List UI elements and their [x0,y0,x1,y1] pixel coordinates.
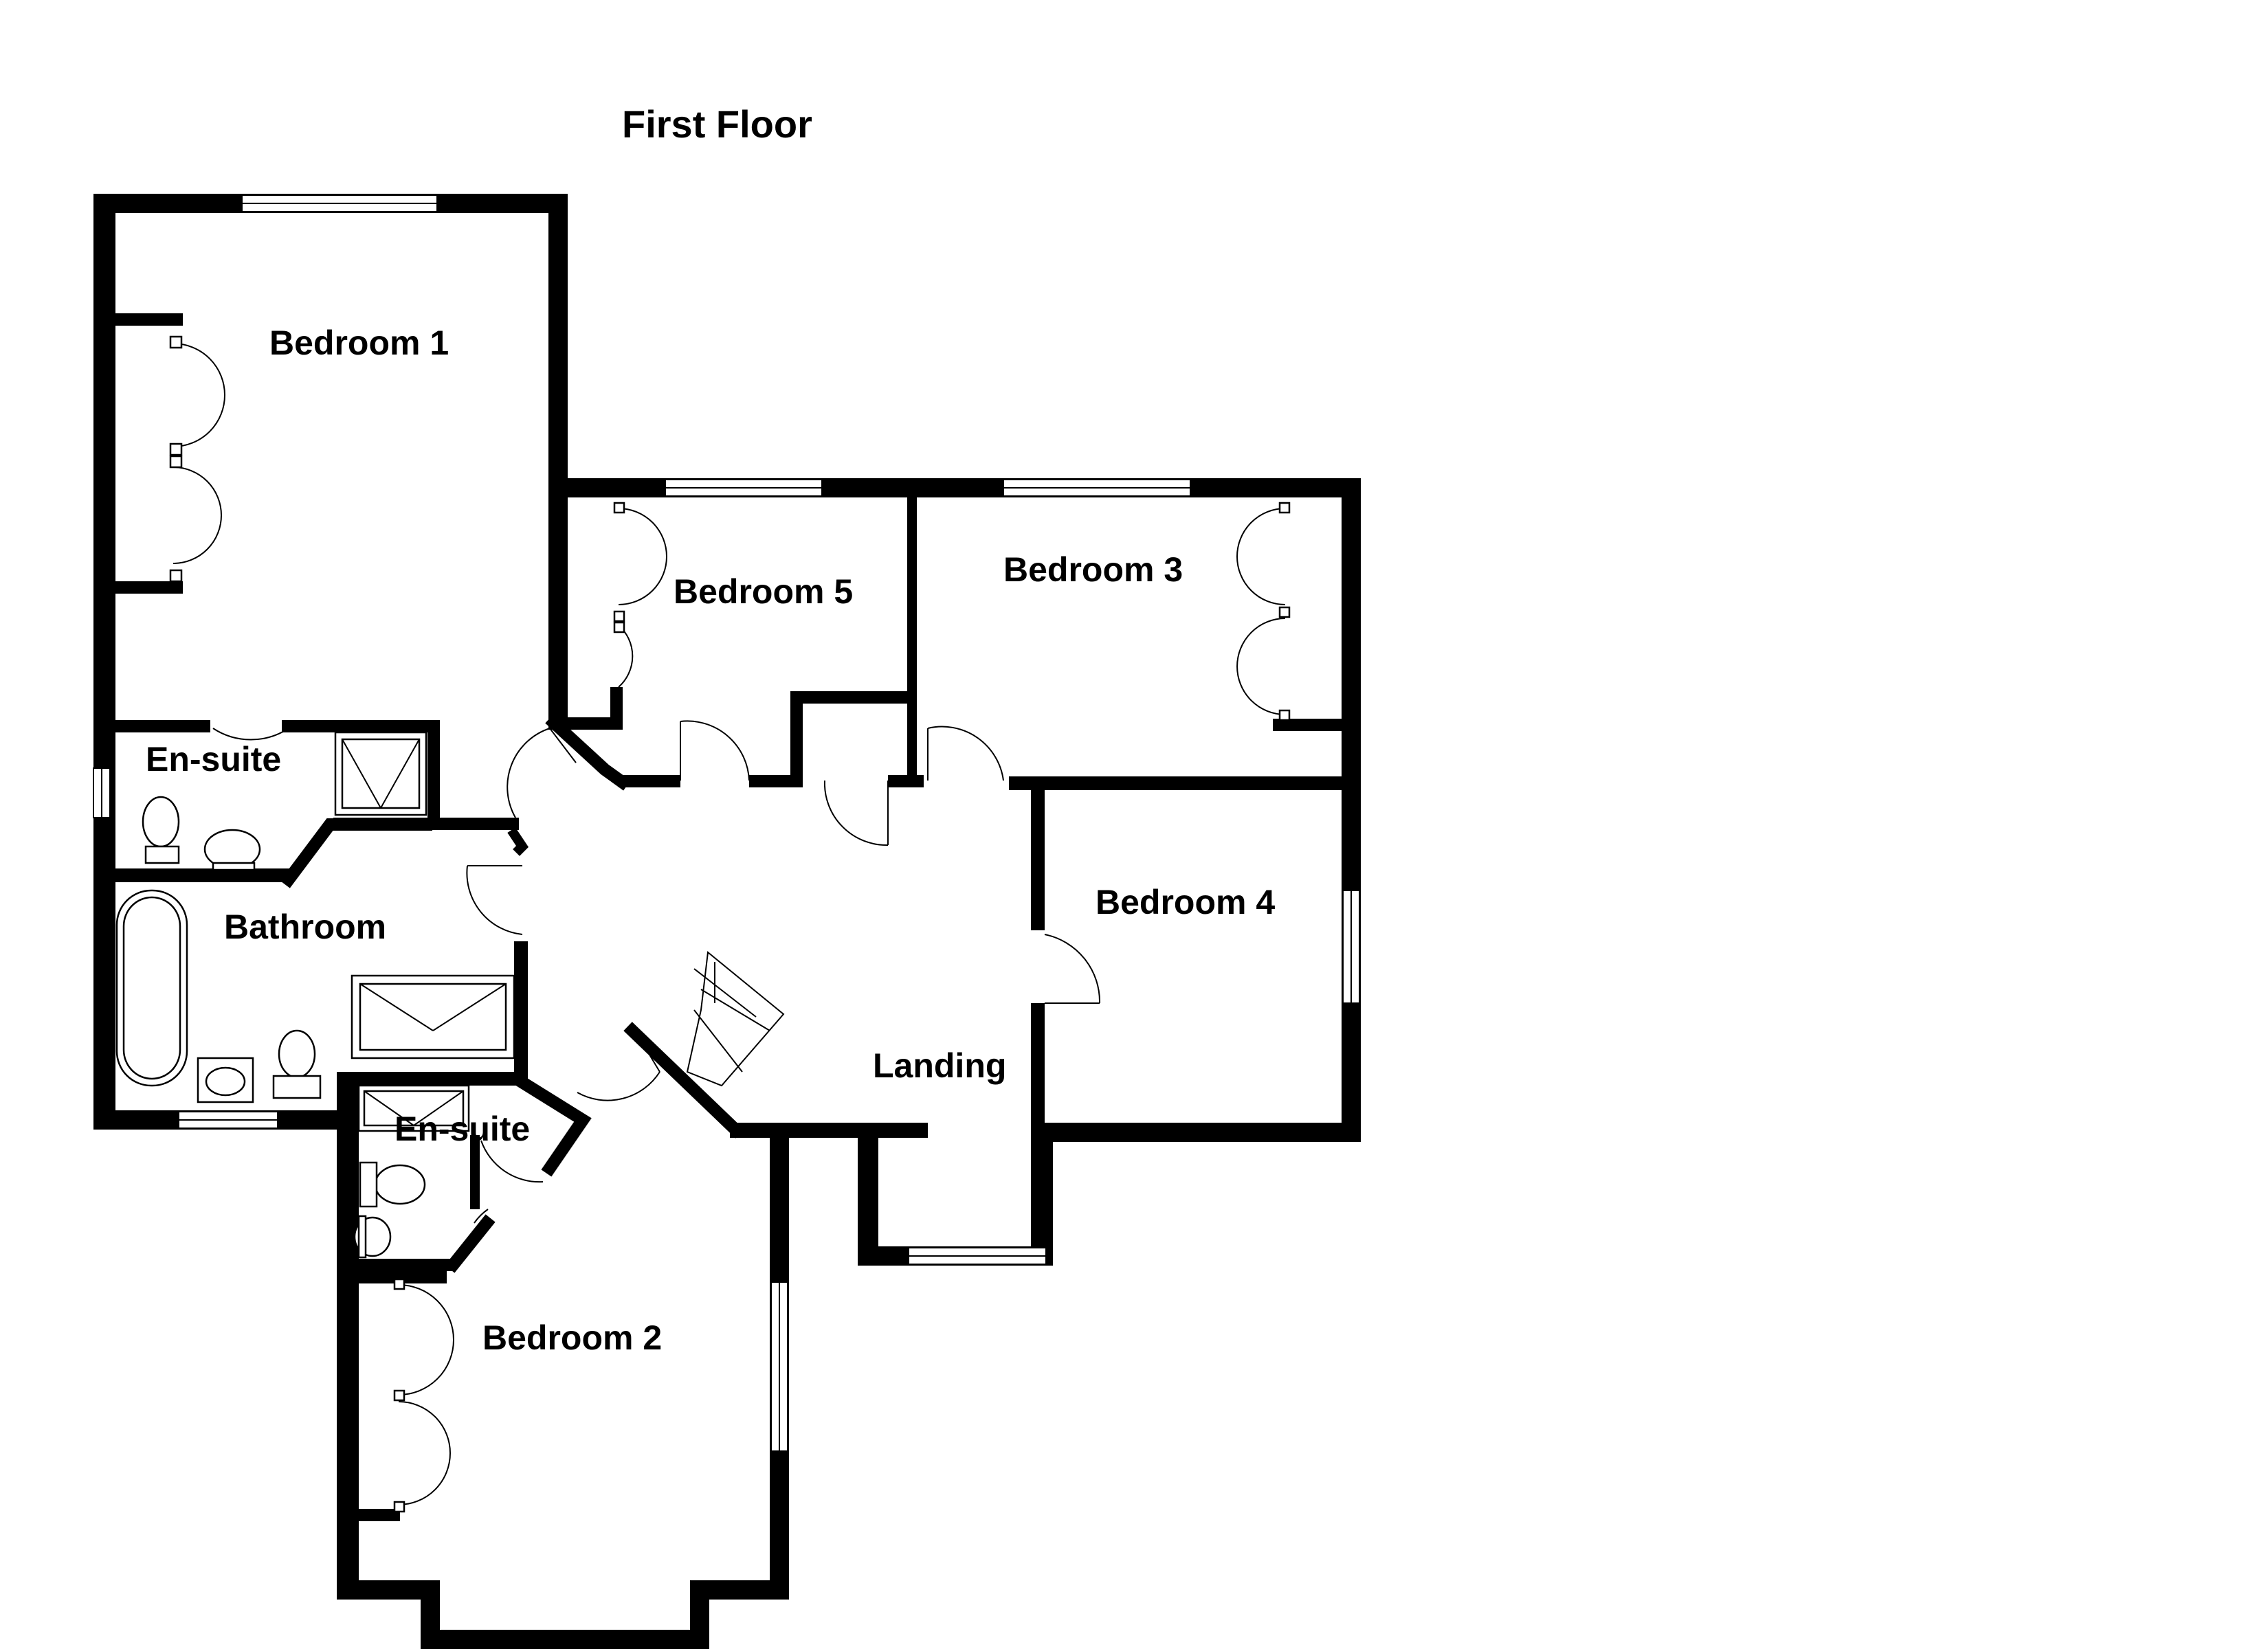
toilet-bathroom [278,1029,316,1079]
label-ensuite1: En-suite [146,740,281,778]
label-bedroom2: Bedroom 2 [482,1319,662,1357]
label-bedroom1: Bedroom 1 [269,324,449,362]
label-bedroom5: Bedroom 5 [674,572,853,611]
diagonal-walls [280,714,744,1273]
room-labels: Bedroom 1 Bedroom 5 Bedroom 3 En-suite B… [146,324,1275,1357]
toilet-ensuite2 [374,1164,426,1205]
label-landing: Landing [873,1046,1006,1085]
label-bathroom: Bathroom [224,908,386,946]
staircase [686,951,785,1087]
fixtures [115,731,515,1259]
label-bedroom3: Bedroom 3 [1003,550,1183,589]
label-ensuite2: En-suite [394,1110,530,1148]
doors [169,335,1291,1513]
floor-title: First Floor [622,102,812,146]
label-bedroom4: Bedroom 4 [1096,883,1275,921]
walls [93,194,1361,1649]
toilet-ensuite1 [142,796,180,848]
windows [93,194,1360,1452]
